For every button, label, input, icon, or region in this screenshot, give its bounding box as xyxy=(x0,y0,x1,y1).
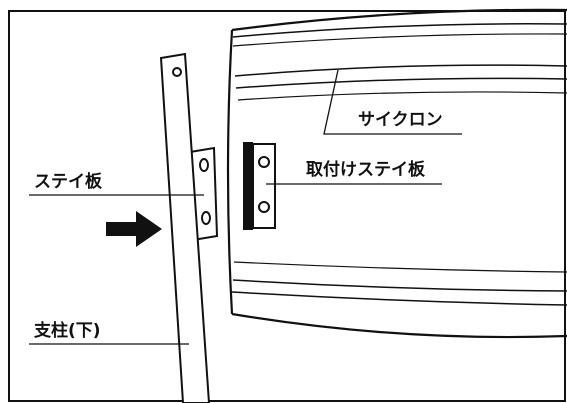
bolt-hole-icon xyxy=(199,158,209,172)
leader-lines xyxy=(29,69,462,345)
diagram-frame xyxy=(8,10,566,402)
bolt-icon xyxy=(258,156,270,168)
post-hole-icon xyxy=(172,67,182,77)
bolt-icon xyxy=(258,201,270,213)
bolt-hole-icon xyxy=(201,211,211,225)
cyclone-body xyxy=(226,8,567,339)
right-arrow-icon xyxy=(106,211,162,247)
mount-stay-plate-drawing xyxy=(243,142,276,230)
post-lower-drawing xyxy=(159,52,211,403)
label-cyclone: サイクロン xyxy=(358,110,443,130)
label-post-lower: 支柱(下) xyxy=(34,321,101,341)
label-stay-plate: ステイ板 xyxy=(34,172,102,192)
label-mount-stay-plate: 取付けステイ板 xyxy=(306,160,425,180)
